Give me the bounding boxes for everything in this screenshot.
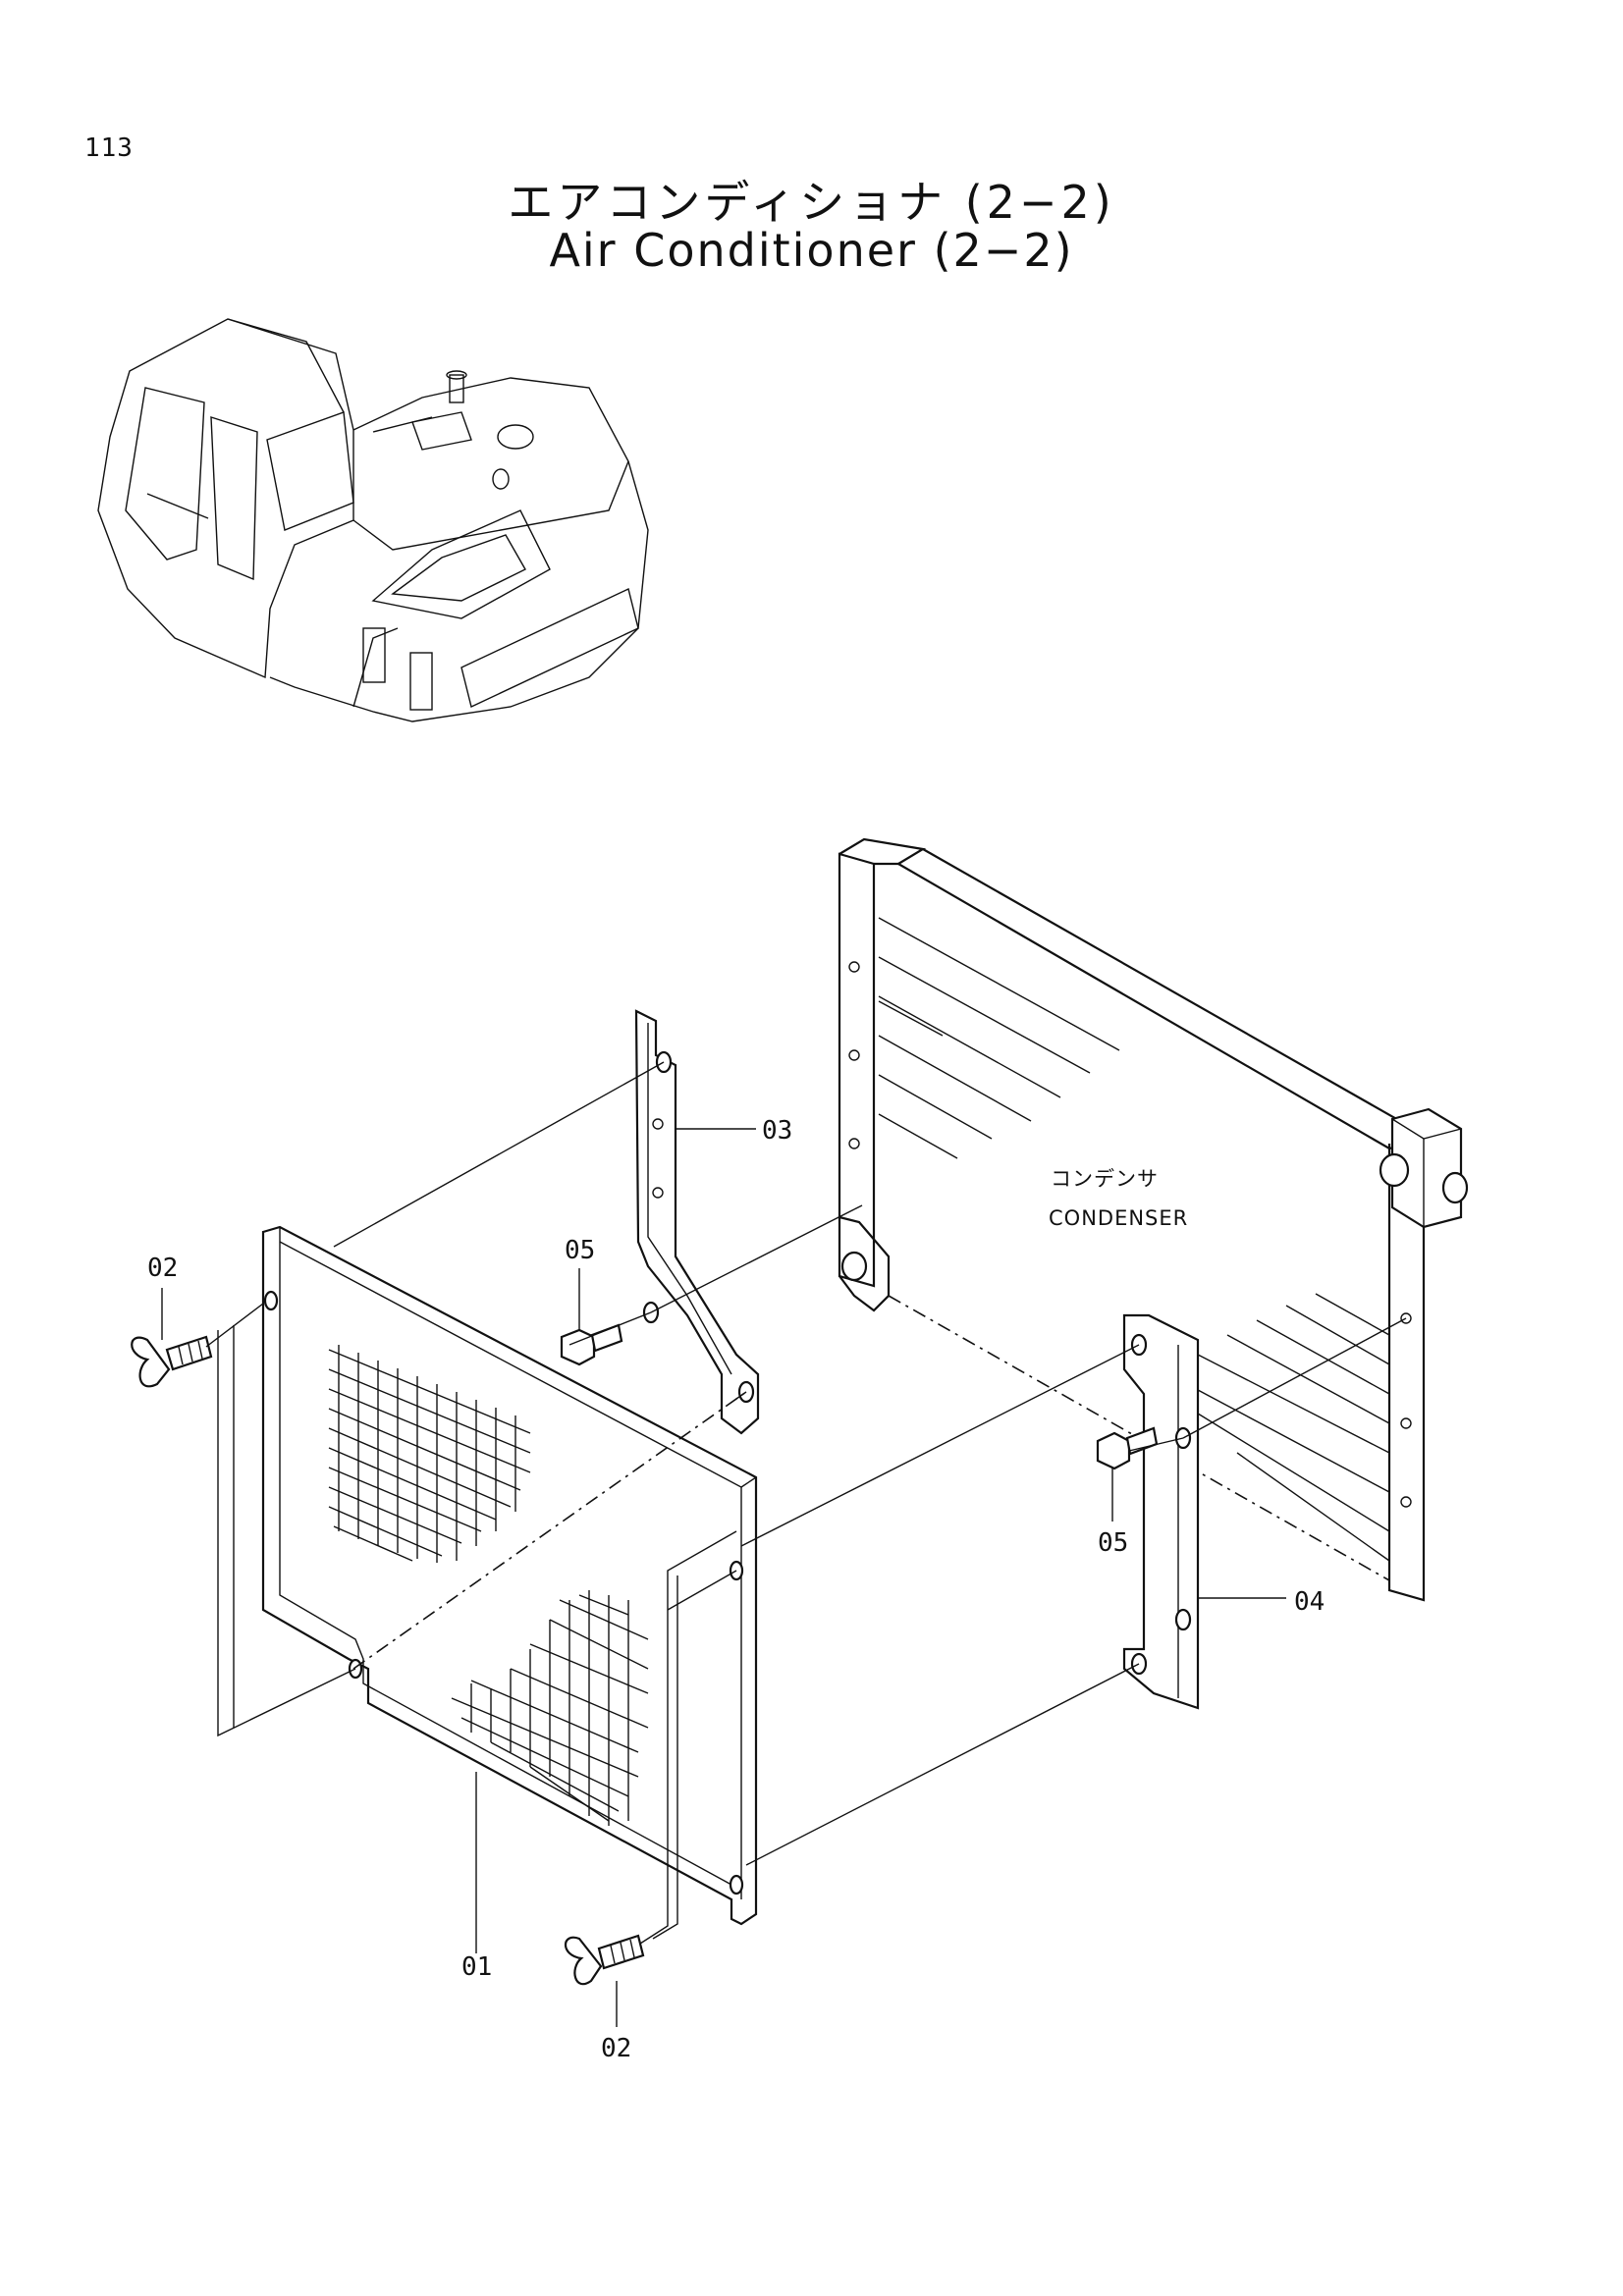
- condenser-label-japanese: コンデンサ: [1051, 1167, 1159, 1191]
- excavator-overview-illustration: [97, 318, 649, 722]
- wing-bolt-part-02-lower: [565, 1934, 645, 1985]
- bracket-part-04: [1122, 1313, 1200, 1710]
- callout-02-upper: 02: [147, 1254, 178, 1283]
- wing-bolt-part-02-upper: [131, 1335, 213, 1388]
- screen-frame-part-01: [261, 1225, 758, 1926]
- callout-05-left: 05: [565, 1236, 595, 1265]
- callout-04: 04: [1294, 1587, 1325, 1617]
- assembly-guide-lines: [161, 1061, 1407, 2027]
- callout-01: 01: [461, 1952, 492, 1982]
- hex-bolt-part-05-right: [1096, 1426, 1159, 1470]
- callout-02-lower: 02: [601, 2034, 631, 2063]
- callout-03: 03: [762, 1116, 792, 1146]
- page-title-japanese: エアコンディショナ (2−2): [508, 176, 1115, 229]
- condenser-label-english: CONDENSER: [1049, 1206, 1188, 1230]
- page-title-english: Air Conditioner (2−2): [549, 224, 1074, 277]
- bracket-part-03: [634, 1009, 760, 1435]
- page-number: 113: [84, 133, 134, 163]
- condenser-assembly: [838, 837, 1469, 1602]
- callout-05-right: 05: [1098, 1528, 1128, 1558]
